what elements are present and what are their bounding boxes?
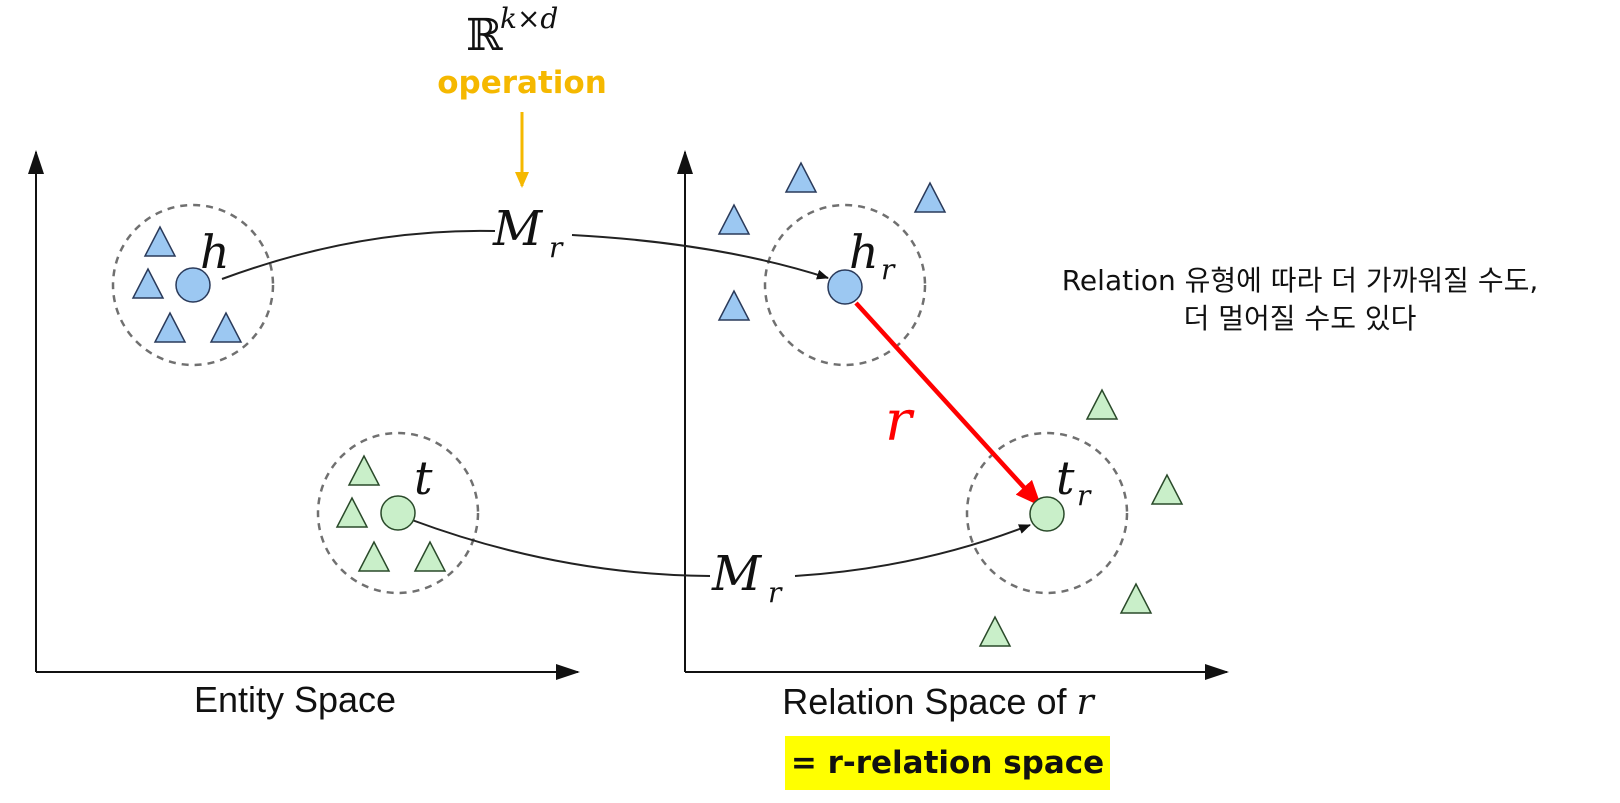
- triangle-marker: [978, 615, 1012, 647]
- triangle-marker: [413, 540, 447, 572]
- triangle-marker: [1150, 473, 1184, 505]
- relation-space-axes: [677, 150, 1229, 680]
- head-neighbors-relation: [717, 161, 947, 321]
- triangle-marker: [357, 540, 391, 572]
- triangle-marker: [131, 267, 165, 299]
- head-label: h: [200, 225, 230, 279]
- projection-curve-tail-left: [411, 519, 711, 577]
- entity-space-axes: [28, 150, 580, 680]
- triangle-marker: [717, 203, 751, 235]
- head-entity-point: [175, 267, 211, 303]
- triangle-marker: [335, 496, 369, 528]
- tail-entity-point: [380, 495, 416, 531]
- entity-space-label: Entity Space: [194, 679, 396, 720]
- projection-base: M: [711, 546, 763, 602]
- projection-curve-tail-right: [794, 524, 1031, 577]
- head-neighborhood-entity: [111, 203, 275, 367]
- head-relation-point: [827, 269, 863, 305]
- tail-relation-sub: r: [1077, 479, 1092, 512]
- tail-neighbors-relation: [978, 388, 1184, 647]
- tail-relation-point: [1029, 496, 1065, 532]
- triangle-marker: [717, 289, 751, 321]
- matrix-space-superscript: k×d: [500, 2, 558, 35]
- tail-relation-base: t: [1056, 451, 1075, 505]
- operation-label: operation: [437, 65, 607, 101]
- projection-label-tail: M r: [711, 546, 783, 609]
- relation-space-label-var: r: [1076, 682, 1095, 723]
- annotation-line-2: 더 멀어질 수도 있다: [1183, 302, 1417, 335]
- triangle-marker: [1119, 582, 1153, 614]
- tail-relation-label: t r: [1056, 451, 1092, 512]
- projection-label-head: M r: [492, 201, 564, 264]
- annotation-line-1: Relation 유형에 따라 더 가까워질 수도,: [1061, 264, 1539, 297]
- triangle-marker: [1085, 388, 1119, 420]
- projection-curve-head-left: [221, 229, 496, 280]
- triangle-marker: [153, 311, 187, 343]
- matrix-space-base: ℝ: [466, 10, 503, 61]
- projection-sub: r: [549, 231, 564, 264]
- tail-neighborhood-relation: [965, 431, 1129, 595]
- annotation-note: Relation 유형에 따라 더 가까워질 수도, 더 멀어질 수도 있다: [985, 262, 1615, 338]
- triangle-marker: [209, 311, 243, 343]
- triangle-marker: [913, 181, 947, 213]
- matrix-space-label: ℝ k×d: [466, 2, 558, 61]
- tail-neighborhood-entity: [316, 431, 480, 595]
- triangle-marker: [143, 225, 177, 257]
- head-relation-sub: r: [881, 253, 896, 286]
- relation-space-label: Relation Space of r: [782, 681, 1095, 723]
- relation-vector-arrow: [854, 301, 1042, 507]
- projection-base: M: [492, 201, 544, 257]
- triangle-marker: [784, 161, 818, 193]
- head-neighbors-entity: [131, 225, 243, 343]
- tail-label: t: [414, 451, 433, 505]
- head-relation-base: h: [849, 225, 879, 279]
- head-relation-label: h r: [849, 225, 896, 286]
- relation-vector-label: r: [885, 389, 915, 454]
- triangle-marker: [347, 454, 381, 486]
- projection-curve-head-right: [571, 234, 829, 280]
- tail-neighbors-entity: [335, 454, 447, 572]
- projection-sub: r: [768, 576, 783, 609]
- relation-space-label-text: Relation Space of: [782, 681, 1076, 722]
- highlight-label: = r-relation space: [785, 736, 1110, 790]
- head-neighborhood-relation: [763, 203, 927, 367]
